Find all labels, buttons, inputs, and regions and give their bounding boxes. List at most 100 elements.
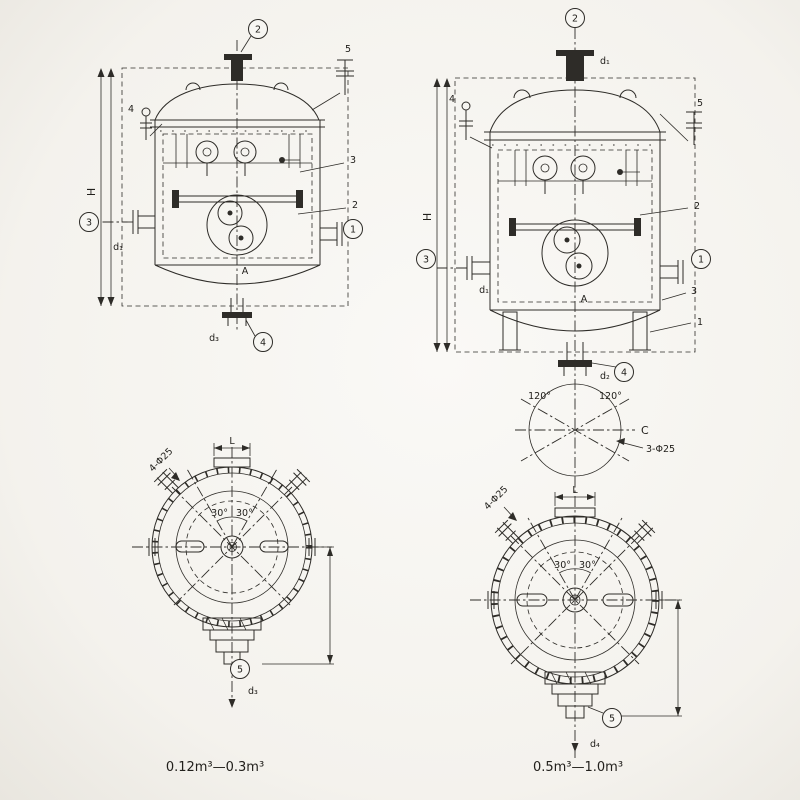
top-nozzle bbox=[224, 54, 252, 81]
callout-5-label: 5 bbox=[237, 665, 243, 676]
callout-2-label: 2 bbox=[572, 14, 578, 25]
height-dimension: H bbox=[85, 68, 115, 306]
large-vessel-elevation: 2 H d₁ 4 bbox=[416, 8, 711, 758]
handhole-slot-left bbox=[175, 540, 205, 553]
plan-hub bbox=[562, 587, 588, 613]
detail-hole-axis bbox=[520, 398, 630, 462]
plan-top-stub: L bbox=[213, 436, 251, 468]
holes-label: 4-Φ25 bbox=[482, 484, 510, 512]
drain-stack: 5 d₄ bbox=[544, 671, 622, 752]
plan-d3-label: d₃ bbox=[248, 686, 258, 697]
part-3-label: 3 bbox=[350, 155, 356, 166]
angle-arc bbox=[216, 516, 248, 522]
handhole-slot-right bbox=[259, 540, 289, 553]
part-4-label: 4 bbox=[449, 94, 455, 105]
callout-2 bbox=[565, 8, 585, 28]
callout-3-label: 3 bbox=[423, 255, 429, 266]
detail-angle-left: 120° bbox=[528, 391, 551, 402]
callout-1-label: 1 bbox=[350, 225, 356, 236]
a-label: A bbox=[242, 266, 249, 277]
callout-2-label: 2 bbox=[255, 25, 261, 36]
plan-hub-inner bbox=[569, 594, 581, 606]
filter-internals bbox=[172, 134, 303, 208]
angle-left-label: 30° bbox=[211, 508, 228, 519]
height-dimension: H bbox=[421, 78, 451, 352]
angle-right-label: 30° bbox=[579, 560, 596, 571]
L-label: L bbox=[229, 436, 235, 447]
plan-shell bbox=[514, 539, 636, 661]
vent-fitting-left: 4 bbox=[128, 104, 163, 140]
top-nozzle: d₁ bbox=[556, 50, 610, 81]
detail-angle-right: 120° bbox=[599, 391, 622, 402]
lifting-lug-right bbox=[273, 82, 289, 91]
lifting-lug-right bbox=[619, 89, 637, 99]
plan-bolt-circle-dashed bbox=[185, 500, 279, 594]
part-4-label: 4 bbox=[128, 104, 134, 115]
lifting-lug-left bbox=[513, 89, 531, 99]
a-label: A bbox=[581, 294, 588, 305]
plan-nozzle-upper-left bbox=[494, 519, 519, 544]
angle-right-label: 30° bbox=[236, 508, 253, 519]
holes-note: 4-Φ25 bbox=[147, 446, 180, 481]
handhole-slot-left bbox=[516, 593, 548, 607]
small-vessel-plan: 30° 30° L bbox=[132, 436, 334, 708]
plan-hub bbox=[220, 535, 244, 559]
holes-note: 4-Φ25 bbox=[482, 484, 517, 521]
d1-left-label: d₁ bbox=[479, 285, 489, 296]
valve-fitting-right: 5 bbox=[659, 98, 703, 145]
valve-fitting-right: 5 bbox=[311, 44, 354, 111]
outlet-nozzle-right: 1 bbox=[660, 249, 711, 284]
callout-2: 2 bbox=[240, 19, 268, 53]
vent-fitting-left: 4 bbox=[449, 94, 493, 149]
d2-label: d₂ bbox=[600, 371, 610, 382]
plan-side-dimension bbox=[607, 599, 682, 717]
part-3-label: 3 bbox=[691, 286, 697, 297]
plan-top-stub: L bbox=[554, 485, 596, 518]
lifting-lug-left bbox=[185, 82, 201, 91]
detail-axis-label: C bbox=[641, 424, 649, 437]
part-2-label: 2 bbox=[352, 200, 358, 211]
plan-nozzle-upper-left bbox=[153, 468, 179, 494]
plan-30deg-line bbox=[186, 468, 233, 548]
d3-label: d₃ bbox=[209, 333, 219, 344]
pump-assembly bbox=[541, 219, 609, 287]
plan-bolt-circle-dashed bbox=[526, 551, 624, 649]
callout-3-label: 3 bbox=[86, 218, 92, 229]
dome bbox=[154, 83, 320, 121]
inlet-nozzle-left: 3 d₁ bbox=[416, 249, 490, 296]
plan-rim-ticks bbox=[487, 591, 663, 609]
plan-30deg-line bbox=[527, 517, 576, 601]
height-label: H bbox=[85, 188, 98, 196]
plan-rim-inner bbox=[497, 522, 653, 678]
callout-4-label: 4 bbox=[621, 368, 627, 379]
L-label: L bbox=[572, 485, 578, 496]
d1-top-label: d₁ bbox=[600, 56, 610, 67]
plan-30deg-line bbox=[231, 468, 278, 548]
plan-nozzle-upper-right bbox=[285, 468, 311, 494]
bottom-head: A d₂ 4 bbox=[489, 294, 661, 382]
small-vessel-elevation: H 2 4 bbox=[79, 19, 363, 352]
drain-stack: 5 d₃ bbox=[202, 617, 262, 708]
height-label: H bbox=[421, 213, 434, 221]
vessel-shell bbox=[150, 119, 325, 266]
large-vessel-plan: 30° 30° L bbox=[470, 484, 682, 752]
part-5-label: 5 bbox=[697, 98, 703, 109]
bottom-head: A d₃ 4 bbox=[154, 264, 321, 352]
callout-4-label: 4 bbox=[260, 338, 266, 349]
part-2-label: 2 bbox=[694, 201, 700, 212]
outlet-nozzle-right: 1 bbox=[320, 219, 363, 246]
detail-holes-label: 3-Φ25 bbox=[646, 444, 675, 455]
callout-1-label: 1 bbox=[698, 255, 704, 266]
bolt-circle-detail: 120° 120° C 3-Φ25 bbox=[515, 383, 675, 477]
caption-large-vessel: 0.5m³—1.0m³ bbox=[533, 760, 623, 775]
inlet-nozzle-left: 3 d₁ bbox=[79, 210, 155, 253]
caption-small-vessel: 0.12m³—0.3m³ bbox=[166, 760, 264, 775]
handhole-slot-right bbox=[602, 593, 634, 607]
dome bbox=[489, 89, 661, 133]
plan-nozzle-upper-right bbox=[631, 519, 656, 544]
part-leaders-right: 3 2 bbox=[297, 155, 358, 215]
captions: 0.12m³—0.3m³ 0.5m³—1.0m³ bbox=[166, 760, 623, 775]
part-leaders-right: 2 3 1 bbox=[639, 201, 703, 333]
